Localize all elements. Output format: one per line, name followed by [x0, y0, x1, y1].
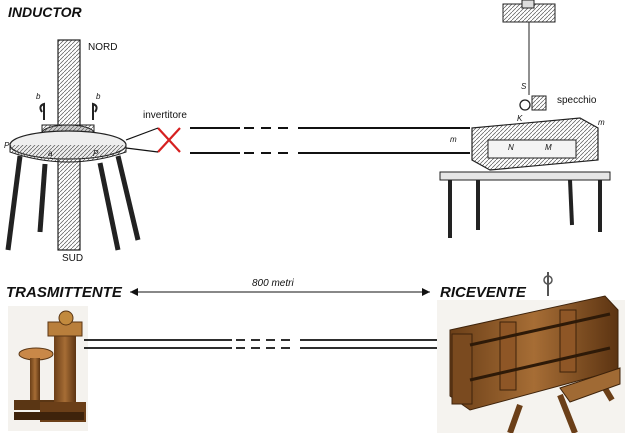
label-distance: 800 metri	[252, 278, 294, 289]
invertitore-cross	[157, 127, 181, 153]
letter-p-right: P	[93, 149, 99, 158]
label-trasmittente: TRASMITTENTE	[6, 284, 122, 301]
letter-n: N	[508, 143, 514, 152]
letter-p-left: P	[4, 141, 10, 150]
mirror	[531, 95, 547, 111]
terminal-right	[92, 102, 98, 120]
bench-top	[439, 171, 611, 181]
transmitter-photo	[8, 306, 88, 431]
distance-arrow	[130, 288, 430, 296]
letter-k: K	[517, 114, 523, 123]
letter-m-right: m	[598, 118, 605, 127]
diagram-title: INDUCTOR	[8, 4, 82, 20]
label-sud: SUD	[62, 253, 84, 264]
label-invertitore: invertitore	[143, 110, 187, 121]
galvanometer-illustration	[439, 0, 611, 238]
letter-a: a	[48, 149, 53, 158]
inductor-illustration	[5, 39, 141, 251]
label-specchio: specchio	[557, 95, 597, 106]
top-wires	[125, 127, 470, 154]
letter-b-right: b	[96, 92, 101, 101]
letter-m-inner: M	[545, 143, 552, 152]
bottom-wires	[84, 339, 448, 349]
label-ricevente: RICEVENTE	[440, 284, 526, 301]
letter-m-left: m	[450, 135, 457, 144]
terminal-left	[39, 102, 45, 120]
receiver-photo	[437, 272, 625, 433]
letter-s: S	[521, 82, 527, 91]
letter-b-left: b	[36, 92, 41, 101]
label-nord: NORD	[88, 42, 118, 53]
